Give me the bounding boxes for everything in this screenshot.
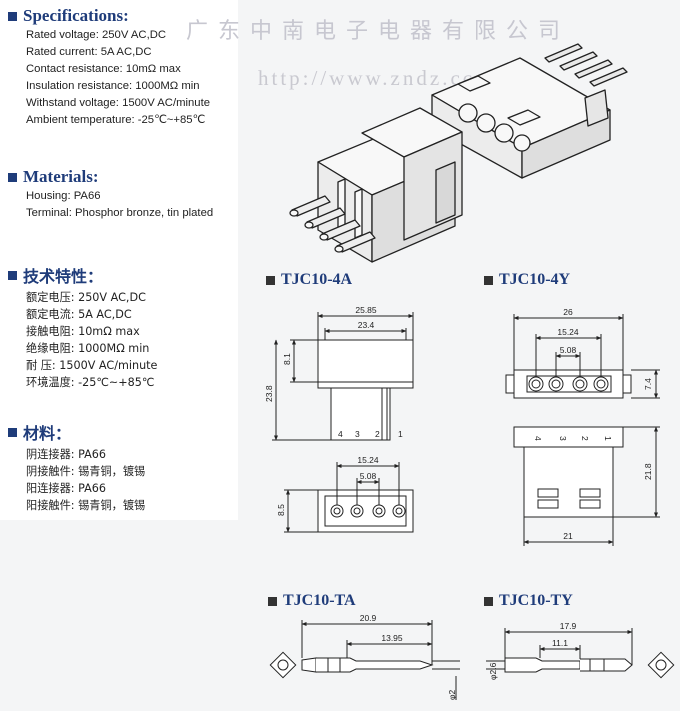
spec-line: Insulation resistance: 1000MΩ min	[26, 80, 200, 92]
drawing-tjc10-ta	[269, 620, 460, 700]
materials-cn-line: 阳连接器: PA66	[26, 482, 106, 495]
dim-label: 8.5	[276, 504, 286, 516]
tech-cn-line: 额定电流: 5A AC,DC	[26, 308, 132, 321]
pin-label: 1	[398, 429, 403, 439]
bullet-square-icon	[484, 596, 493, 606]
dims-4y: 26 15.24 5.08 7.4 21.8 21 4 3 2 1	[533, 307, 653, 541]
model-title-ty: TJC10-TY	[484, 592, 573, 610]
dim-label: 21.8	[643, 463, 653, 480]
model-title-4y: TJC10-4Y	[484, 271, 570, 289]
bullet-square-icon	[484, 275, 493, 285]
dim-label: 20.9	[360, 613, 377, 623]
dim-label: 8.1	[282, 353, 292, 365]
dim-label: 13.95	[381, 633, 403, 643]
materials-cn-line: 阴接触件: 锡青铜，镀锡	[26, 465, 146, 478]
pin-label: 4	[338, 429, 343, 439]
dim-label: φ2.6	[488, 662, 498, 680]
pin-label: 1	[603, 436, 613, 441]
spec-panel	[0, 0, 238, 520]
female-receptacle	[289, 107, 463, 263]
pin-label: 2	[580, 436, 590, 441]
dim-label: 11.1	[552, 638, 568, 648]
dim-label: 17.9	[560, 621, 577, 631]
spec-line: Ambient temperature: -25℃~+85℃	[26, 114, 206, 126]
dim-label: φ2	[447, 689, 457, 700]
tech-cn-line: 接触电阻: 10mΩ max	[26, 325, 140, 338]
specifications-title: Specifications:	[23, 6, 129, 25]
dim-label: 5.08	[360, 471, 377, 481]
materials-section: Materials: Housing: PA66 Terminal: Phosp…	[8, 167, 213, 222]
materials-cn-line: 阳接触件: 锡青铜，镀锡	[26, 499, 146, 512]
dims-4a: 25.85 23.4 8.1 23.8 15.24 5.08 8.5 4 3 2…	[264, 305, 403, 516]
housing-body-4a	[330, 387, 391, 441]
dims-ta: 20.9 13.95 φ2	[360, 613, 457, 700]
dim-label: 15.24	[557, 327, 579, 337]
specifications-section: Specifications: Rated voltage: 250V AC,D…	[8, 6, 210, 129]
tech-cn-line: 环境温度: -25℃~+85℃	[26, 376, 155, 389]
bullet-square-icon	[8, 172, 17, 182]
model-title-4a: TJC10-4A	[266, 271, 352, 289]
bullet-square-icon	[266, 275, 275, 285]
pin-label: 3	[355, 429, 360, 439]
pin-label: 2	[375, 429, 380, 439]
tech-cn-line: 耐 压: 1500V AC/minute	[26, 359, 158, 372]
drawing-tjc10-4a	[272, 312, 414, 533]
tech-cn-line: 绝缘电阻: 1000MΩ min	[26, 342, 150, 355]
bullet-square-icon	[8, 270, 17, 280]
bullet-square-icon	[268, 596, 277, 606]
spec-line: Rated current: 5A AC,DC	[26, 46, 152, 58]
dim-label: 23.4	[358, 320, 375, 330]
drawing-tjc10-ty	[486, 628, 675, 679]
tech-cn-line: 额定电压: 250V AC,DC	[26, 291, 146, 304]
materials-cn-title: 材料：	[23, 424, 72, 443]
dim-label: 26	[563, 307, 573, 317]
spec-line: Withstand voltage: 1500V AC/minute	[26, 97, 210, 109]
materials-cn-section: 材料： 阴连接器: PA66 阴接触件: 锡青铜，镀锡 阳连接器: PA66 阳…	[8, 420, 145, 514]
dim-label: 23.8	[264, 385, 274, 402]
dim-label: 5.08	[560, 345, 577, 355]
dims-ty: 17.9 11.1 φ2.6	[488, 621, 577, 680]
spec-line: Contact resistance: 10mΩ max	[26, 63, 181, 75]
bullet-square-icon	[8, 427, 17, 437]
dim-label: 15.24	[357, 455, 379, 465]
tech-cn-title: 技术特性：	[23, 267, 104, 286]
pin-label: 4	[533, 436, 543, 441]
tech-cn-section: 技术特性： 额定电压: 250V AC,DC 额定电流: 5A AC,DC 接触…	[8, 263, 157, 391]
pin-label: 3	[558, 436, 568, 441]
materials-cn-line: 阴连接器: PA66	[26, 448, 106, 461]
drawing-tjc10-4y	[505, 314, 660, 546]
spec-line: Rated voltage: 250V AC,DC	[26, 29, 167, 41]
dim-label: 25.85	[355, 305, 377, 315]
material-line: Housing: PA66	[26, 190, 101, 202]
connector-3d-illustration	[289, 43, 628, 263]
bullet-square-icon	[8, 11, 17, 21]
housing-top-4a	[317, 339, 414, 383]
dim-label: 21	[563, 531, 573, 541]
materials-title: Materials:	[23, 167, 99, 186]
male-plug	[431, 43, 628, 179]
model-title-ta: TJC10-TA	[268, 592, 356, 610]
material-line: Terminal: Phosphor bronze, tin plated	[26, 207, 214, 219]
dim-label: 7.4	[643, 378, 653, 390]
company-watermark: 广东中南电子电器有限公司	[186, 19, 571, 44]
website-url: http://www.zndz.cc	[258, 66, 476, 90]
